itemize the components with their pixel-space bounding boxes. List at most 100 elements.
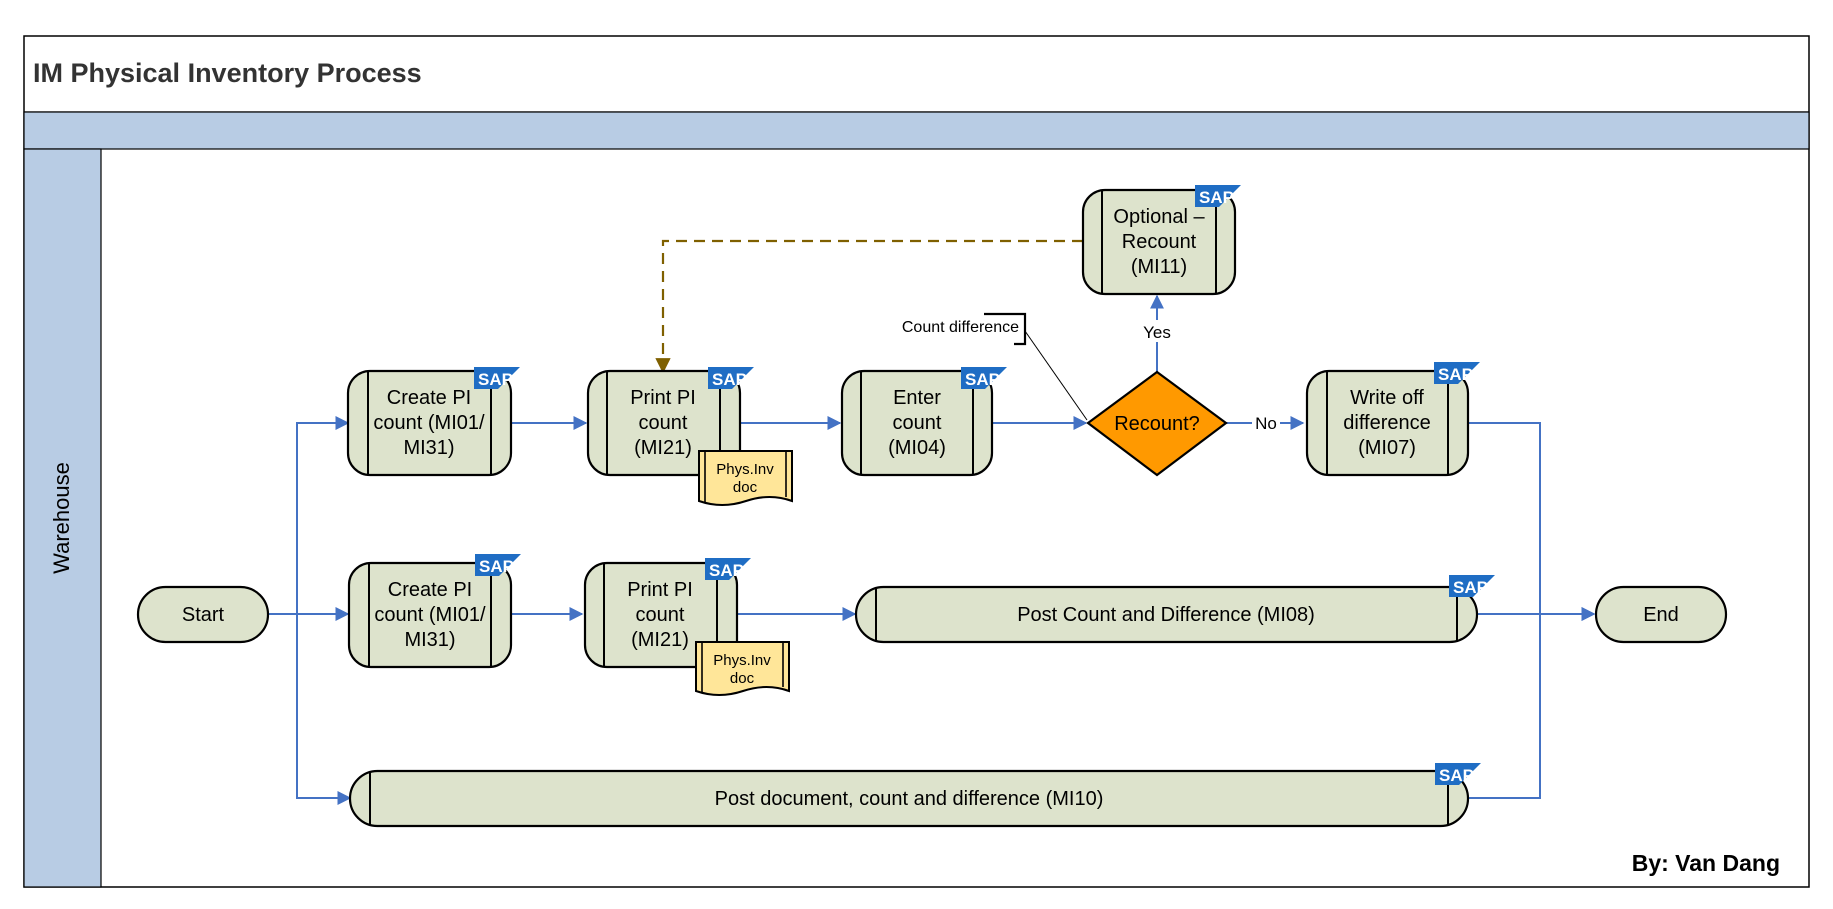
connector-post-doc-to-end [1468, 614, 1541, 799]
enter-count-line-1: Enter [893, 387, 941, 409]
author-credit: By: Van Dang [1632, 850, 1780, 876]
flow-connectors [268, 294, 1596, 805]
write-off-line-3: (MI07) [1358, 437, 1416, 459]
post-document-label: Post document, count and difference (MI1… [715, 788, 1104, 810]
svg-text:difference: difference [1343, 412, 1430, 434]
page-title: IM Physical Inventory Process [33, 58, 422, 88]
svg-text:SAP: SAP [478, 370, 513, 389]
post-count-difference-label: Post Count and Difference (MI08) [1017, 604, 1315, 626]
yes-label: Yes [1143, 323, 1171, 342]
start-terminator[interactable]: Start [136, 585, 270, 644]
svg-text:count: count [639, 412, 688, 434]
svg-text:Phys.Inv: Phys.Inv [716, 461, 774, 478]
sap-logo-print-pi-1: SAP [708, 367, 754, 389]
svg-text:SAP: SAP [1438, 365, 1473, 384]
svg-text:Write off: Write off [1350, 387, 1424, 409]
sap-logo-create-pi-1: SAP [474, 367, 520, 389]
print-pi-count-process-1[interactable]: Print PI count (MI21) [586, 369, 742, 477]
connector-start-to-post-doc [296, 614, 352, 805]
svg-text:doc: doc [733, 479, 758, 496]
svg-text:Recount: Recount [1122, 231, 1197, 253]
svg-text:(MI04): (MI04) [888, 437, 946, 459]
svg-text:SAP: SAP [709, 561, 744, 580]
optional-recount-line-1: Optional – [1113, 206, 1205, 228]
svg-text:Print PI: Print PI [630, 387, 696, 409]
phys-inv-document-2[interactable]: Phys.Inv doc [695, 641, 790, 696]
svg-text:SAP: SAP [1453, 578, 1488, 597]
phys-inv-2-line-1: Phys.Inv [713, 652, 771, 669]
end-terminator[interactable]: End [1594, 585, 1728, 644]
svg-text:SAP: SAP [712, 370, 747, 389]
connector-start-to-create1 [296, 416, 350, 614]
start-label: Start [182, 604, 225, 626]
svg-text:(MI11): (MI11) [1131, 256, 1187, 278]
svg-text:Create PI: Create PI [388, 579, 472, 601]
create-pi-2-line-3: MI31) [404, 629, 455, 651]
lane-header [23, 148, 102, 888]
svg-text:Create PI: Create PI [387, 387, 471, 409]
enter-count-line-2: count [893, 412, 942, 434]
count-difference-label: Count difference [902, 319, 1019, 336]
svg-text:MI31): MI31) [403, 437, 454, 459]
svg-text:(MI07): (MI07) [1358, 437, 1416, 459]
post-document-process[interactable]: Post document, count and difference (MI1… [348, 769, 1470, 828]
print-pi-2-line-3: (MI21) [631, 629, 689, 651]
connector-optional-recount-loop [655, 239, 1083, 374]
svg-text:Enter: Enter [893, 387, 941, 409]
create-pi-1-line-1: Create PI [387, 387, 471, 409]
print-pi-1-line-1: Print PI [630, 387, 696, 409]
svg-text:count: count [893, 412, 942, 434]
sap-logo-create-pi-2: SAP [475, 554, 521, 576]
phys-inv-1-line-1: Phys.Inv [716, 461, 774, 478]
sap-logo-post-count-difference: SAP [1449, 575, 1495, 597]
recount-decision[interactable]: Recount? [1086, 370, 1228, 477]
print-pi-2-line-2: count [636, 604, 685, 626]
create-pi-2-line-2: count (MI01/ [374, 604, 486, 626]
svg-text:count: count [636, 604, 685, 626]
svg-text:count (MI01/: count (MI01/ [374, 604, 486, 626]
create-pi-count-process-2[interactable]: Create PI count (MI01/ MI31) [347, 561, 513, 669]
create-pi-1-line-2: count (MI01/ [373, 412, 485, 434]
print-pi-2-line-1: Print PI [627, 579, 693, 601]
no-label: No [1255, 414, 1277, 433]
print-pi-1-line-3: (MI21) [634, 437, 692, 459]
optional-recount-line-2: Recount [1122, 231, 1197, 253]
phys-inv-1-line-2: doc [733, 479, 758, 496]
optional-recount-process[interactable]: Optional – Recount (MI11) [1081, 188, 1237, 296]
svg-text:Print PI: Print PI [627, 579, 693, 601]
svg-text:SAP: SAP [1439, 766, 1474, 785]
sap-logo-enter-count: SAP [961, 367, 1007, 389]
svg-text:SAP: SAP [965, 370, 1000, 389]
write-off-line-1: Write off [1350, 387, 1424, 409]
optional-recount-line-3: (MI11) [1131, 256, 1187, 278]
count-difference-annotation: Count difference [902, 312, 1088, 421]
write-off-difference-process[interactable]: Write off difference (MI07) [1305, 369, 1470, 477]
svg-text:count (MI01/: count (MI01/ [373, 412, 485, 434]
create-pi-1-line-3: MI31) [403, 437, 454, 459]
svg-text:doc: doc [730, 670, 755, 687]
svg-text:SAP: SAP [1199, 188, 1234, 207]
phys-inv-document-1[interactable]: Phys.Inv doc [698, 450, 793, 506]
enter-count-process[interactable]: Enter count (MI04) [840, 369, 994, 477]
print-pi-1-line-2: count [639, 412, 688, 434]
post-count-difference-process[interactable]: Post Count and Difference (MI08) [854, 585, 1479, 644]
create-pi-count-process-1[interactable]: Create PI count (MI01/ MI31) [346, 369, 513, 477]
svg-text:Optional –: Optional – [1113, 206, 1205, 228]
phys-inv-2-line-2: doc [730, 670, 755, 687]
svg-text:MI31): MI31) [404, 629, 455, 651]
svg-text:Phys.Inv: Phys.Inv [713, 652, 771, 669]
pool-header-bar [23, 111, 1810, 150]
create-pi-2-line-1: Create PI [388, 579, 472, 601]
write-off-line-2: difference [1343, 412, 1430, 434]
svg-text:(MI21): (MI21) [634, 437, 692, 459]
enter-count-line-3: (MI04) [888, 437, 946, 459]
sap-logo-print-pi-2: SAP [705, 558, 751, 580]
svg-text:(MI21): (MI21) [631, 629, 689, 651]
sap-logo-post-document: SAP [1435, 763, 1481, 785]
sap-logo-optional-recount: SAP [1195, 185, 1241, 207]
svg-text:SAP: SAP [479, 557, 514, 576]
lane-label: Warehouse [49, 462, 74, 574]
end-label: End [1643, 604, 1679, 626]
recount-decision-label: Recount? [1114, 413, 1200, 435]
